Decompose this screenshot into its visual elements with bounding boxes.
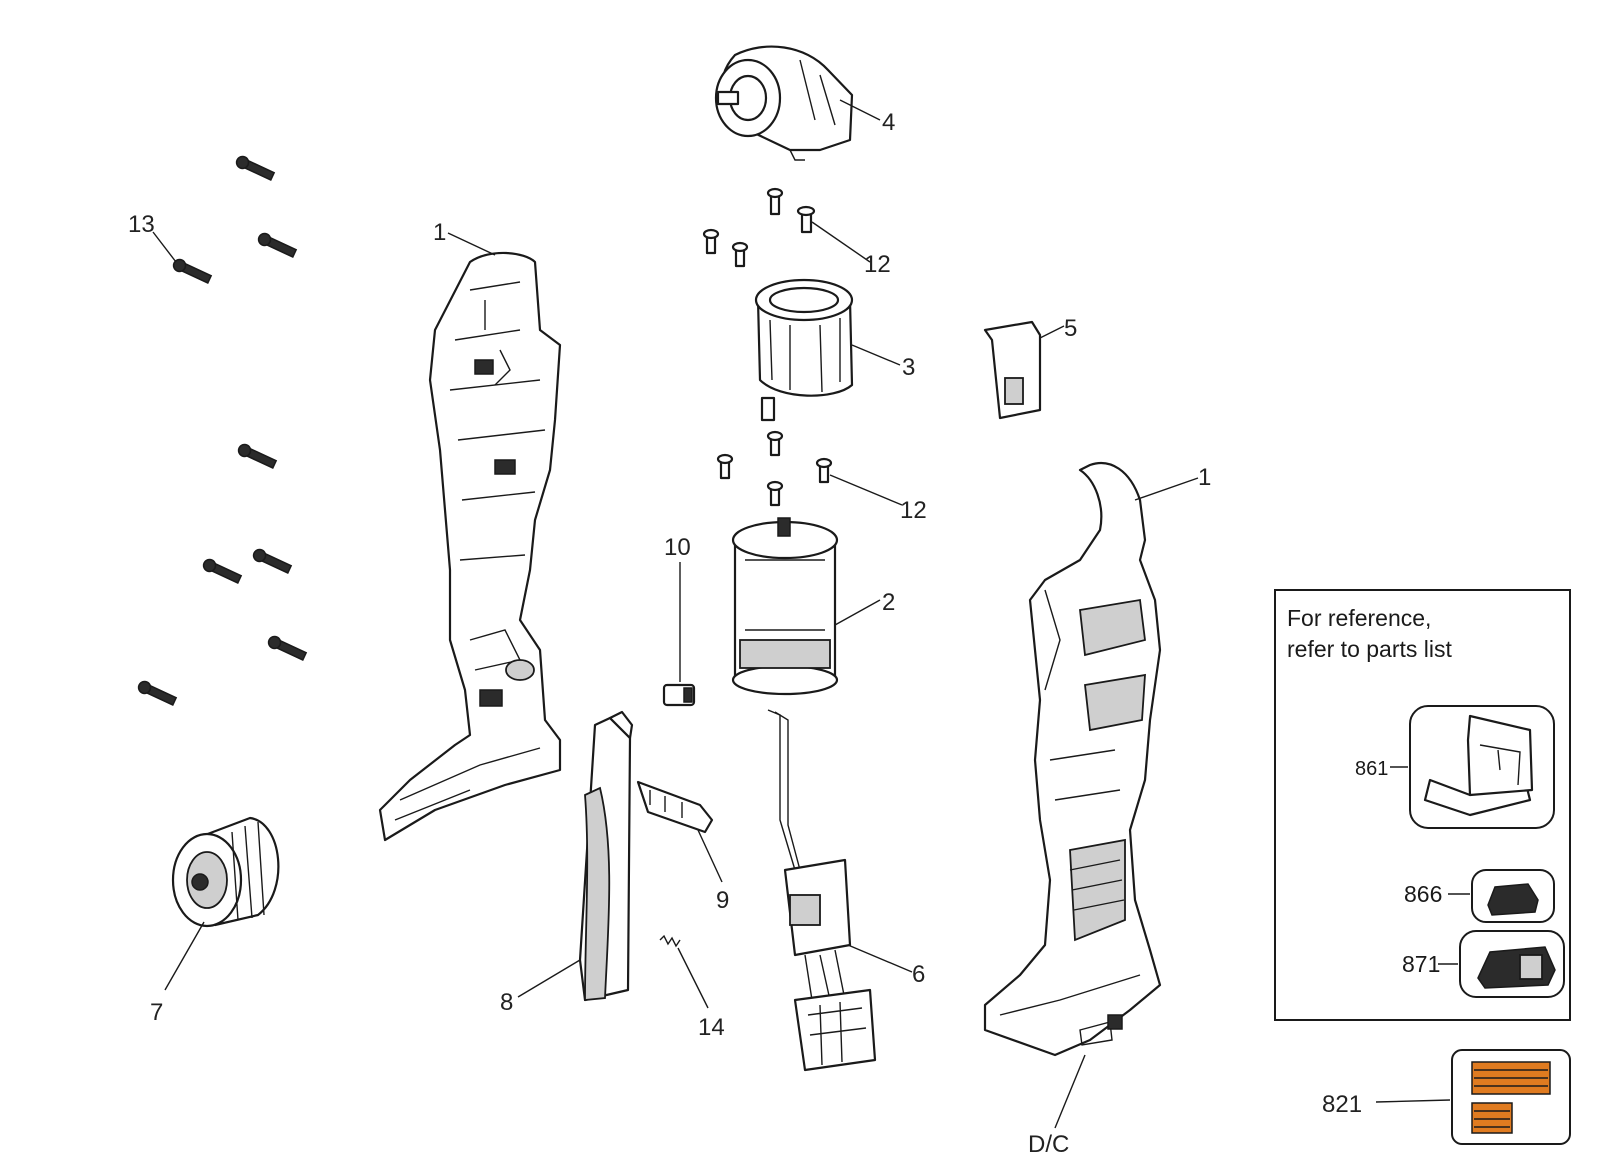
callout-14: 14 (698, 1014, 725, 1041)
chuck-part (171, 816, 280, 928)
switch-part (767, 709, 877, 1072)
callout-13: 13 (128, 211, 155, 238)
callout-2: 2 (882, 589, 895, 616)
callout-7: 7 (150, 999, 163, 1026)
callout-9: 9 (716, 887, 729, 914)
callout-10: 10 (664, 534, 691, 561)
housing-right-part (983, 462, 1162, 1057)
gearbox-part (714, 45, 854, 161)
motor-screws-upper (702, 187, 816, 268)
reference-line-1: For reference, (1287, 605, 1431, 631)
motor-screws-lower (716, 430, 833, 507)
button-part (662, 683, 696, 707)
callout-4: 4 (882, 109, 895, 136)
clip-part (983, 320, 1042, 420)
kit-box-number: 861 (1355, 758, 1388, 780)
callout-8: 8 (500, 989, 513, 1016)
callout-3: 3 (902, 354, 915, 381)
reference-box: For reference, refer to parts list 861 8… (1274, 589, 1571, 1021)
callout-12-upper: 12 (864, 251, 891, 278)
warning-label-part (1451, 1049, 1571, 1145)
callout-dc: D/C (1028, 1131, 1069, 1158)
reference-line-2: refer to parts list (1287, 636, 1452, 662)
callout-5: 5 (1064, 315, 1077, 342)
motor-part (731, 517, 839, 696)
callout-1-left: 1 (433, 219, 446, 246)
trigger-part (636, 780, 714, 834)
callout-6: 6 (912, 961, 925, 988)
handle-cover-part (578, 710, 634, 1002)
battery-number: 866 (1404, 881, 1442, 907)
spring-part (659, 934, 681, 948)
charger-number: 871 (1402, 951, 1440, 977)
housing-screws (137, 155, 308, 707)
callout-821: 821 (1322, 1091, 1362, 1118)
motor-mount-part (754, 278, 854, 422)
callout-1-right: 1 (1198, 464, 1211, 491)
callout-12-lower: 12 (900, 497, 927, 524)
housing-left-part (378, 251, 562, 842)
